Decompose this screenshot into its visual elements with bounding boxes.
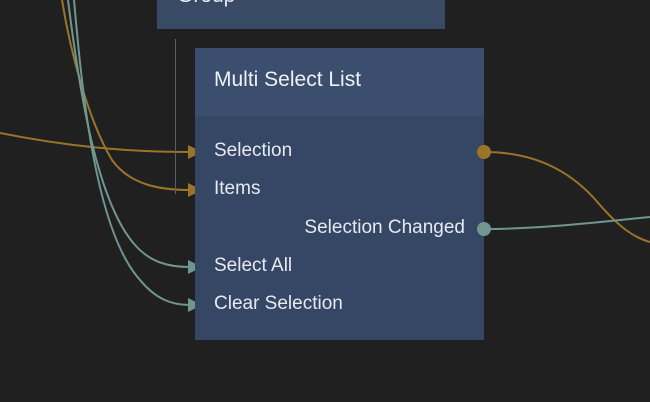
- input-port-clear-selection[interactable]: Clear Selection: [214, 293, 343, 314]
- output-dot-selection[interactable]: [477, 145, 491, 159]
- input-port-selection[interactable]: Selection: [214, 140, 293, 161]
- wire-clear-selection[interactable]: [73, 0, 191, 306]
- multi-select-list-node[interactable]: Multi Select List Selection Items Select…: [195, 48, 484, 340]
- group-node[interactable]: Group: [157, 0, 445, 29]
- input-port-items[interactable]: Items: [214, 178, 261, 199]
- wire-selection-out[interactable]: [483, 151, 650, 243]
- group-node-title: Group: [177, 0, 235, 8]
- group-connector-line: [175, 39, 184, 194]
- node-title: Multi Select List: [214, 68, 362, 91]
- wire-select-all[interactable]: [67, 0, 191, 268]
- output-port-selection-changed[interactable]: Selection Changed: [304, 217, 465, 238]
- wire-selection-changed[interactable]: [483, 216, 650, 230]
- output-dot-selection-changed[interactable]: [477, 222, 491, 236]
- input-port-select-all[interactable]: Select All: [214, 255, 293, 276]
- wire-items[interactable]: [61, 0, 191, 191]
- node-header[interactable]: Multi Select List: [195, 48, 484, 116]
